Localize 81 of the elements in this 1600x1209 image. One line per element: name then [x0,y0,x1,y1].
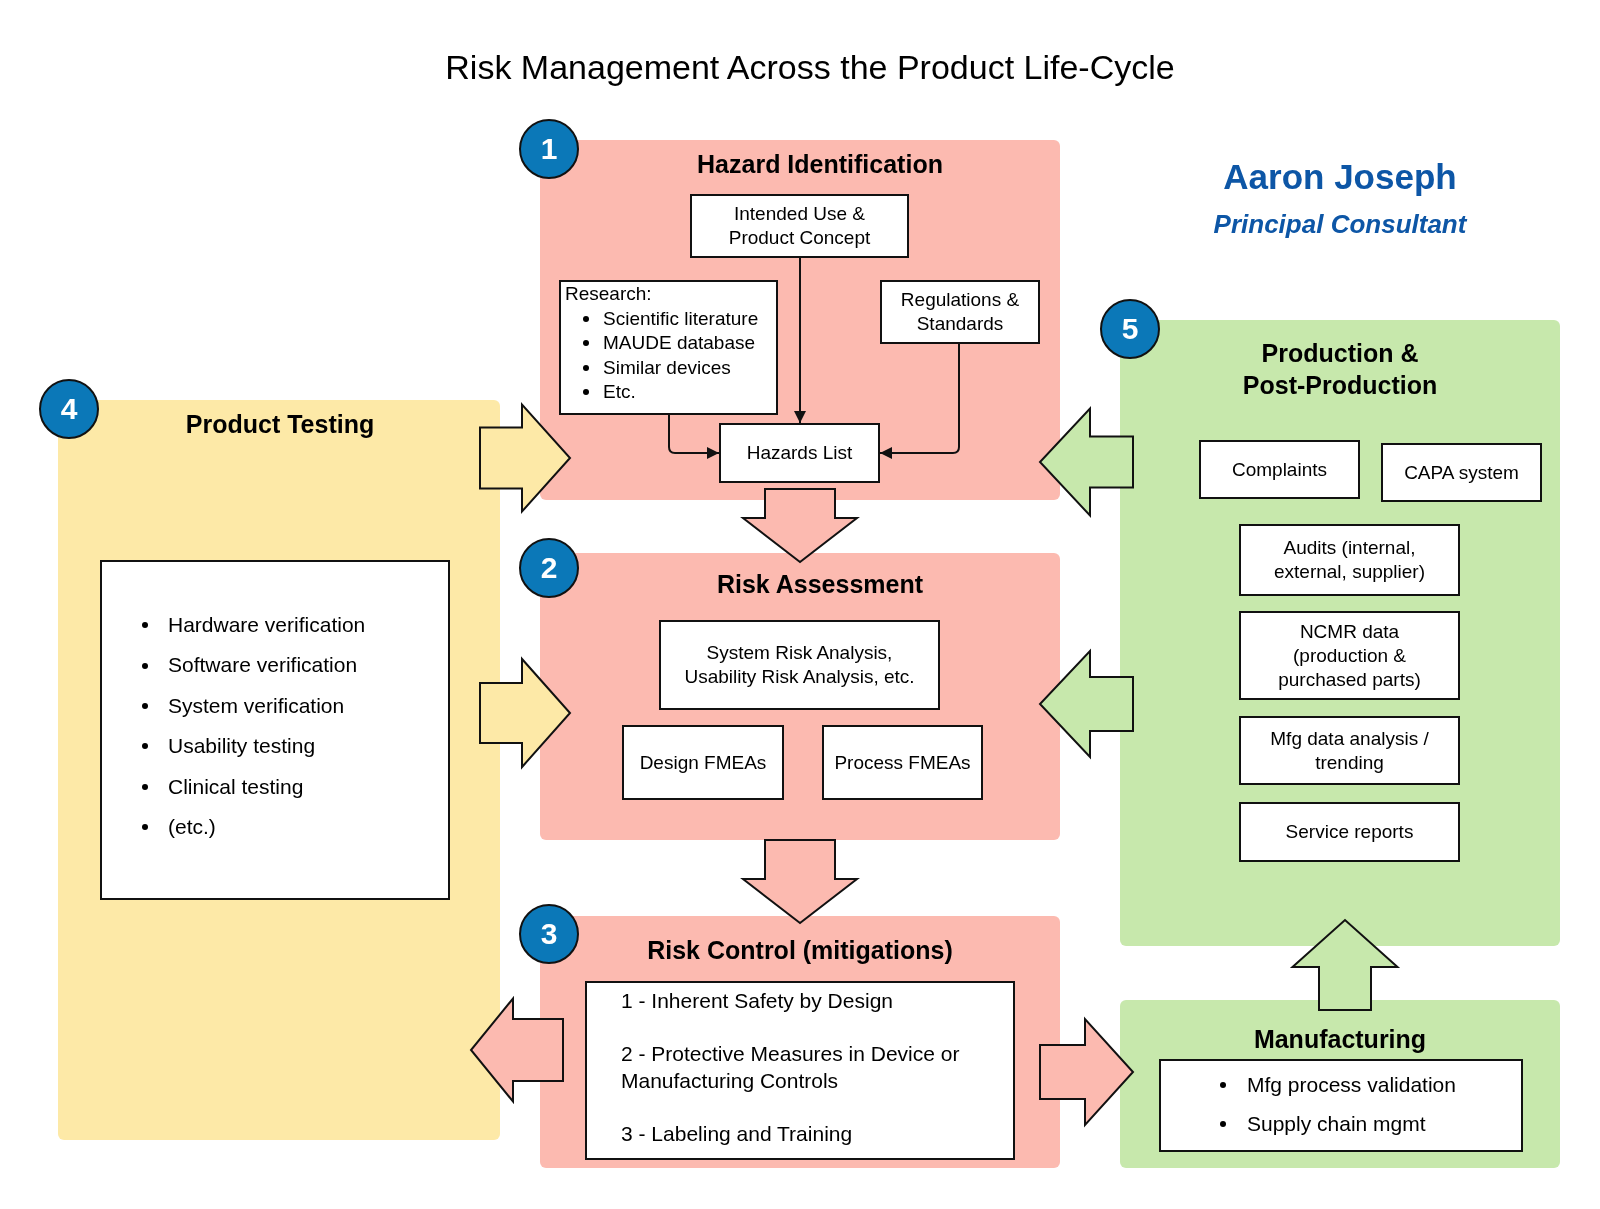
list-heading: Research: [565,282,652,306]
process-box [822,725,983,800]
text-box [1159,1059,1523,1152]
list-item: 2 - Protective Measures in Device or Manufacturing Controls [621,1041,961,1094]
number-circle [519,904,579,964]
box-label: Audits (internal, external, supplier) [1273,536,1426,584]
process-box [1239,524,1460,596]
block-arrow [469,995,564,1105]
section-panel [540,553,1060,840]
box-label: NCMR data (production & purchased parts) [1277,619,1422,692]
panel-title: Risk Assessment [716,569,924,600]
process-box [1381,443,1542,502]
process-box [1199,440,1360,499]
block-arrow [740,488,860,564]
list-item: 1 - Inherent Safety by Design [621,988,894,1014]
process-box [880,280,1040,344]
list-item: MAUDE database [581,331,756,356]
process-box [690,194,909,258]
box-label: Regulations & Standards [899,288,1021,336]
box-label: Process FMEAs [834,750,971,775]
box-label: Intended Use & Product Concept [727,202,872,250]
process-box [1239,611,1460,700]
text-box [100,560,450,900]
block-arrow [479,401,572,515]
section-panel [58,400,500,1140]
list-item: Similar devices [581,355,731,380]
step-number: 3 [540,917,558,951]
number-circle [39,379,99,439]
section-panel [540,140,1060,500]
process-box [1239,716,1460,785]
arrow [794,257,806,424]
process-box [1239,802,1460,862]
list-item: Software verification [140,645,358,686]
panel-title: Risk Control (mitigations) [647,935,953,966]
box-label: Design FMEAs [639,750,767,775]
list-item: Etc. [581,380,636,405]
arrow [879,343,960,459]
process-box [719,423,880,483]
number-circle [1100,299,1160,359]
list-item: (etc.) [140,807,216,848]
step-number: 1 [540,132,558,166]
section-panel [540,916,1060,1168]
list-item: Mfg process validation [1218,1065,1456,1104]
number-circle [519,119,579,179]
section-panel [1120,1000,1560,1168]
step-number: 4 [60,392,78,426]
process-box [659,620,940,710]
list-item: 3 - Labeling and Training [621,1120,854,1147]
step-number: 2 [540,551,558,585]
panel-title: Product Testing [185,409,375,440]
block-arrow [1289,918,1401,1011]
panel-title: Production & Post-Production [1241,338,1439,401]
step-number: 5 [1121,312,1139,346]
diagram-title: Risk Management Across the Product Life-Cycle [445,47,1175,88]
list-item: Scientific literature [581,306,759,331]
author-role: Principal Consultant [1213,208,1467,240]
box-label: Mfg data analysis / trending [1269,726,1430,775]
section-panel [1120,320,1560,946]
block-arrow [1038,405,1134,519]
block-arrow [1039,1016,1135,1128]
list-item: Supply chain mgmt [1218,1104,1426,1143]
box-label: Complaints [1231,457,1327,482]
box-label: CAPA system [1404,460,1519,485]
text-box [585,981,1015,1160]
box-label: Service reports [1285,820,1414,844]
box-label: Hazards List [746,441,853,465]
list-item: Usability testing [140,726,316,767]
author-name: Aaron Joseph [1223,156,1457,198]
list-item: System verification [140,685,345,727]
block-arrow [740,839,860,925]
block-arrow [1038,648,1134,760]
number-circle [519,538,579,598]
process-box [622,725,784,800]
panel-title: Manufacturing [1253,1024,1427,1055]
list-item: Hardware verification [140,605,366,646]
list-item: Clinical testing [140,766,304,808]
panel-title: Hazard Identification [697,149,943,180]
arrow [668,414,720,459]
block-arrow [479,656,572,770]
text-box [559,280,778,415]
box-label: System Risk Analysis, Usability Risk Analysis, etc. [683,641,916,689]
